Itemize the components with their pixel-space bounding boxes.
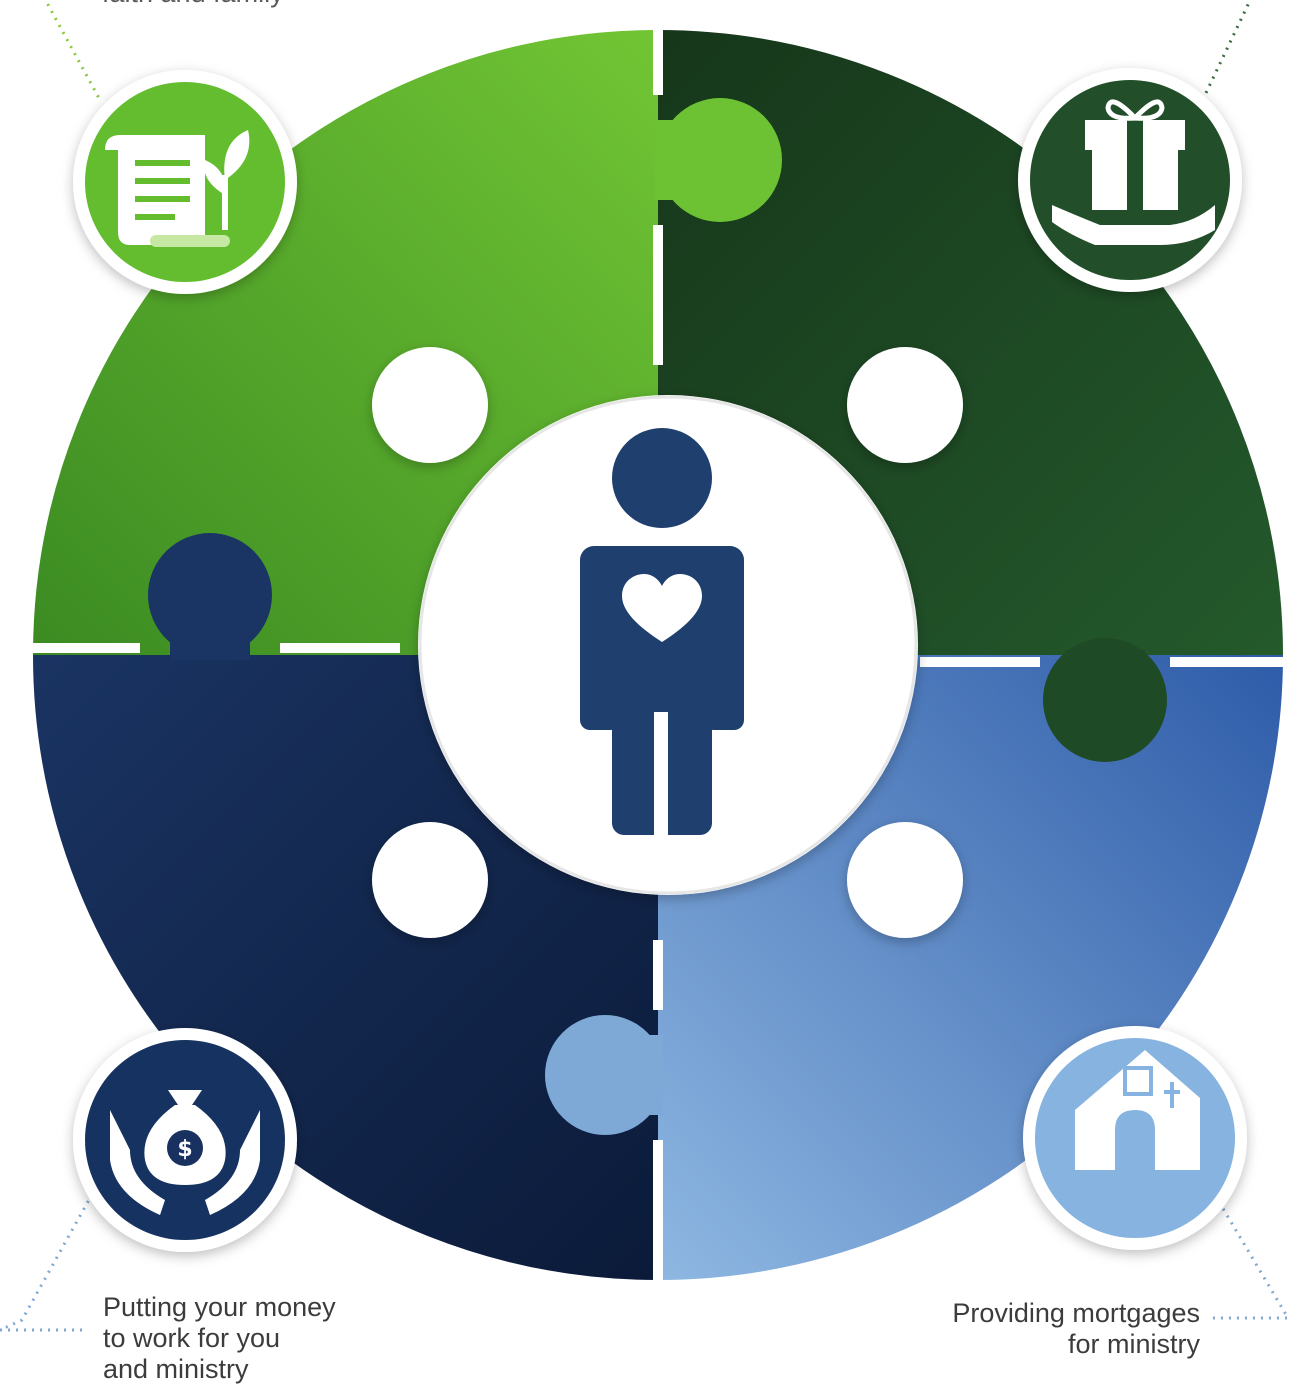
caption-line: Putting your money	[103, 1292, 336, 1322]
svg-text:$: $	[177, 1137, 192, 1162]
money-bag-in-hands-icon: $	[110, 1090, 260, 1215]
caption-line: and ministry	[103, 1354, 249, 1384]
caption-line: to work for you	[103, 1323, 281, 1353]
caption-line: Providing mortgages	[952, 1298, 1200, 1328]
label-gift-planning: GIFT PLANNING	[0, 0, 189, 15]
label-wills-estates: WILLS & ESTATES	[0, 0, 212, 15]
caption-stewarding-assets: Providing mortgages for ministry	[860, 1298, 1200, 1360]
gift-in-hand-icon	[1052, 99, 1215, 245]
connector-bottom-right	[1210, 1194, 1291, 1320]
church-building-icon	[1075, 1050, 1200, 1170]
label-deposits: DEPOSITS	[0, 0, 121, 15]
caption-line: faith and family	[102, 0, 382, 9]
connector-lines	[0, 0, 1291, 1332]
heart-icon	[622, 574, 702, 642]
connector-bottom-left	[0, 1179, 102, 1332]
scroll-with-plant-icon	[105, 130, 250, 247]
person-with-heart-icon	[580, 428, 744, 837]
caption-deposits: Putting your money to work for you and m…	[103, 1292, 423, 1385]
label-stewarding-assets: STEWARDING ASSETS	[0, 0, 262, 15]
connector-top-right	[1203, 0, 1252, 96]
caption-wills-estates: faith and family	[102, 0, 382, 9]
caption-line: for ministry	[1067, 1329, 1200, 1359]
connector-top-left	[43, 0, 102, 101]
